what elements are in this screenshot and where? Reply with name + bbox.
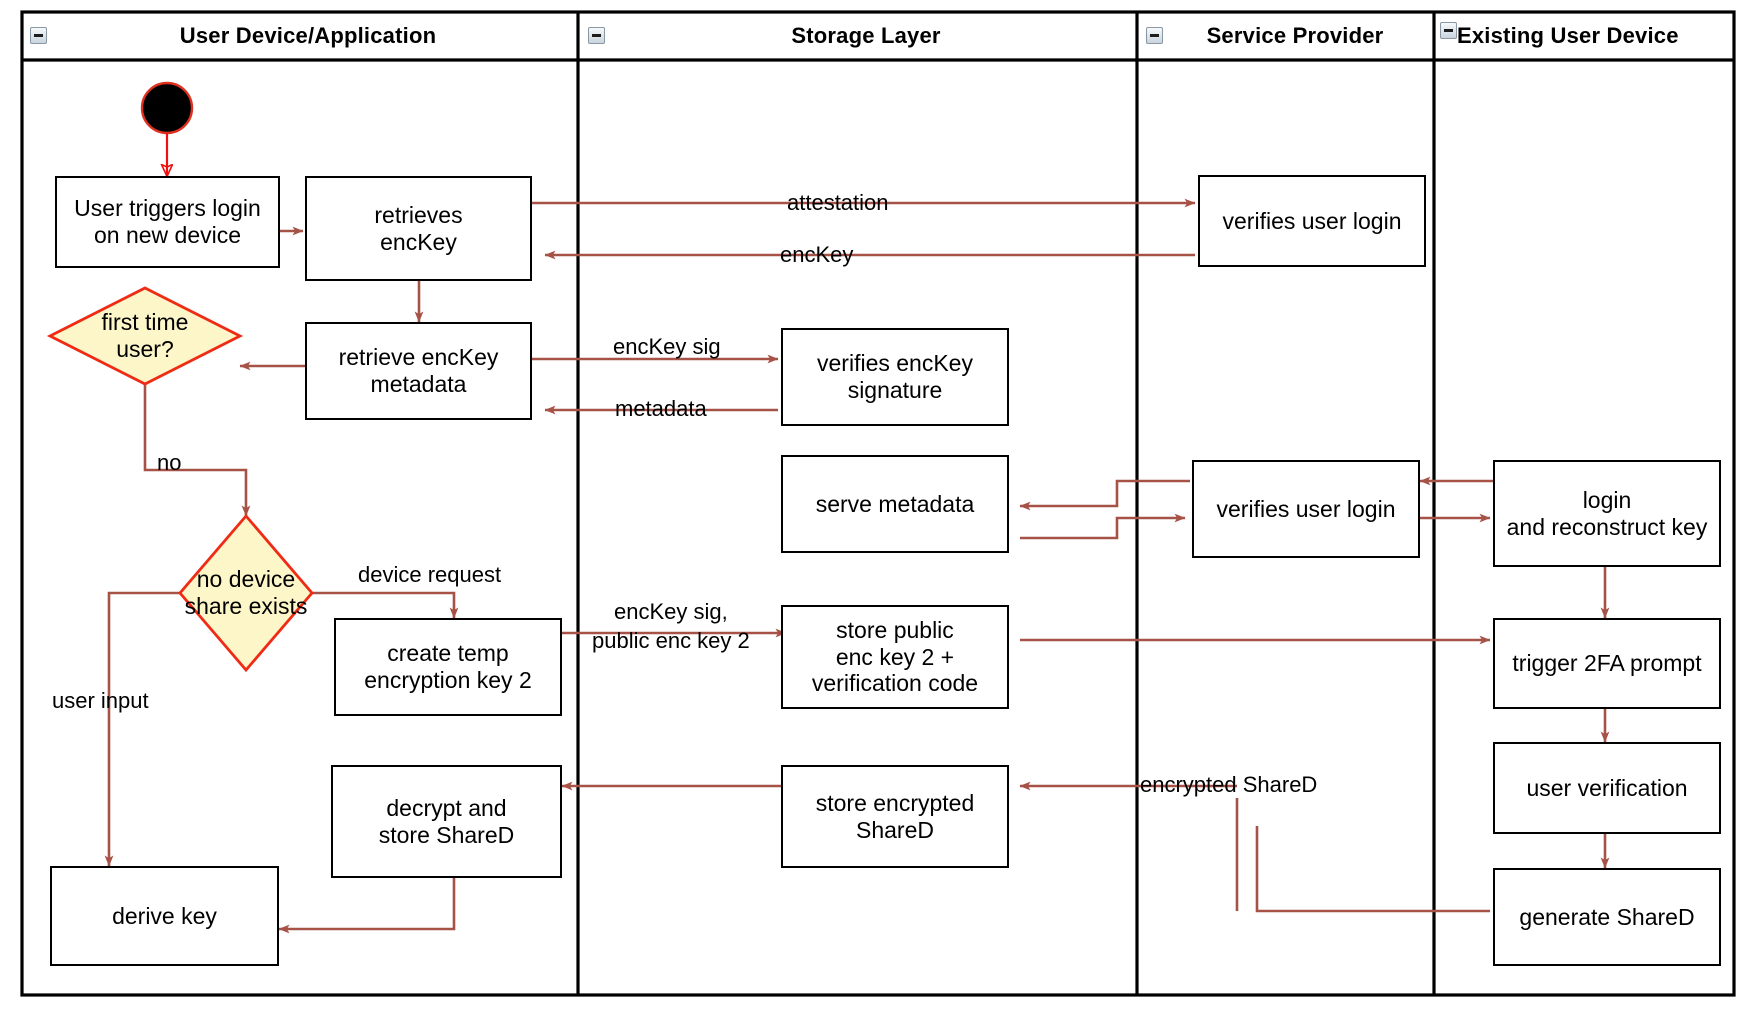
collapse-minus-icon-service-provider[interactable]	[1146, 27, 1163, 44]
node-verifies-user-login-1[interactable]: verifies user login	[1198, 175, 1426, 267]
node-retrieve-enckey-metadata[interactable]: retrieve encKey metadata	[305, 322, 532, 420]
node-trigger-2fa-prompt[interactable]: trigger 2FA prompt	[1493, 618, 1721, 709]
decision-no-device-share-exists-shape	[178, 513, 314, 673]
flow-no-branch	[143, 377, 251, 517]
node-store-public-enc-key-2[interactable]: store public enc key 2 + verification co…	[781, 605, 1009, 709]
decision-first-time-user-label: first time user?	[101, 309, 189, 362]
decision-shapes	[46, 286, 314, 673]
flow-decrypt-to-derive-key	[278, 878, 456, 934]
node-user-verification[interactable]: user verification	[1493, 742, 1721, 834]
node-generate-shared[interactable]: generate ShareD	[1493, 868, 1721, 966]
flow-generate-shared-riser	[1255, 826, 1490, 913]
decision-first-time-user-shape	[46, 286, 244, 386]
collapse-minus-icon-storage-layer[interactable]	[588, 27, 605, 44]
decision-no-device-share-exists[interactable]: no device share exists	[180, 516, 312, 670]
flow-user-input	[104, 591, 180, 867]
initial-node-shape	[140, 81, 194, 135]
node-store-encrypted-shared[interactable]: store encrypted ShareD	[781, 765, 1009, 868]
flow-serve-metadata-to-verifies-2	[1020, 513, 1186, 540]
collapse-minus-icon-user-device[interactable]	[30, 27, 47, 44]
flow-device-request	[312, 591, 459, 619]
collapse-minus-icon-existing-user-device[interactable]	[1440, 22, 1457, 39]
decision-no-device-share-exists-label: no device share exists	[184, 566, 308, 619]
node-serve-metadata[interactable]: serve metadata	[781, 455, 1009, 553]
node-derive-key[interactable]: derive key	[50, 866, 279, 966]
node-verifies-user-login-2[interactable]: verifies user login	[1192, 460, 1420, 558]
node-verifies-enckey-signature[interactable]: verifies encKey signature	[781, 328, 1009, 426]
node-retrieves-enckey[interactable]: retrieves encKey	[305, 176, 532, 281]
flow-verifies-2-to-serve-metadata	[1019, 479, 1190, 511]
decision-first-time-user[interactable]: first time user?	[50, 288, 240, 384]
node-user-triggers-login[interactable]: User triggers login on new device	[55, 176, 280, 268]
node-login-and-reconstruct-key[interactable]: login and reconstruct key	[1493, 460, 1721, 567]
node-create-temp-encryption-key-2[interactable]: create temp encryption key 2	[334, 618, 562, 716]
swimlane-frame	[20, 10, 1736, 997]
node-decrypt-and-store-shared[interactable]: decrypt and store ShareD	[331, 765, 562, 878]
